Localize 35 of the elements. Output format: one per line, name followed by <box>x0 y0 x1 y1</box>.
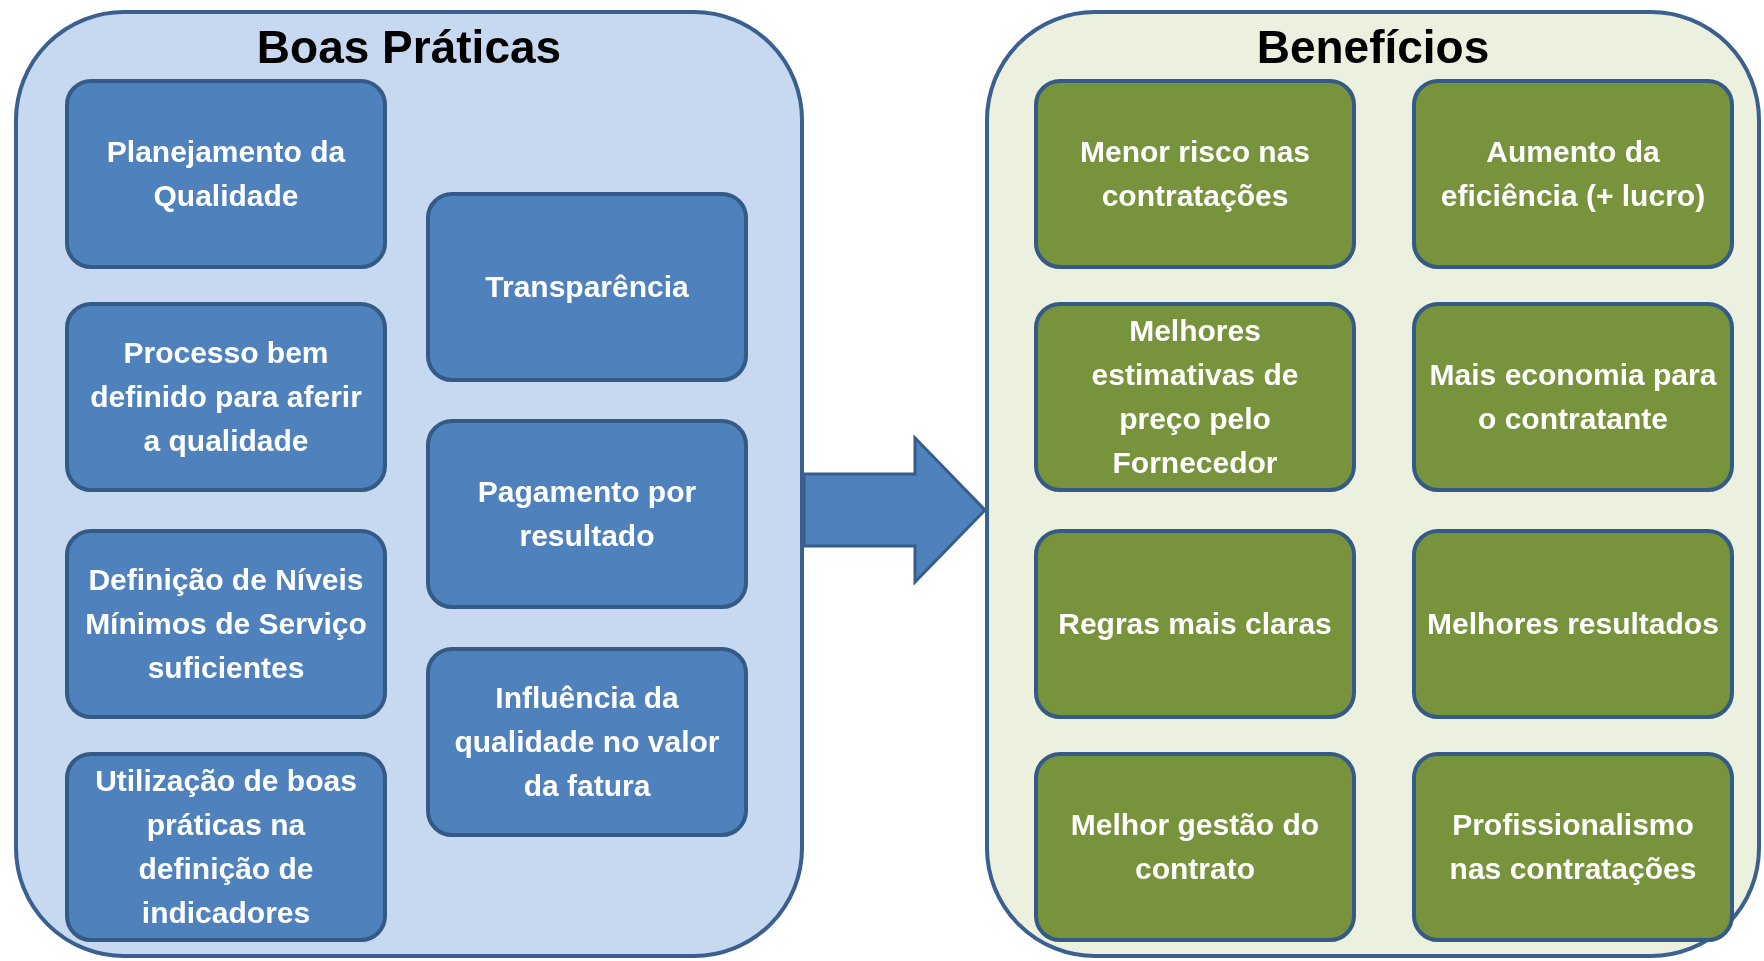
box-text: Melhores resultados <box>1426 606 1720 642</box>
text-box <box>65 752 387 942</box>
text-box <box>1034 302 1356 492</box>
box-text: Melhores estimativas de preço pelo Fornecedor <box>1090 313 1300 481</box>
text-box <box>426 192 748 382</box>
box-text: Planejamento da Qualidade <box>105 134 347 214</box>
text-box <box>1034 79 1356 269</box>
box-text: Menor risco nas contratações <box>1078 134 1312 214</box>
box-text: Regras mais claras <box>1057 606 1333 642</box>
text-box <box>1034 752 1356 942</box>
group-title: Boas Práticas <box>255 20 563 74</box>
block-arrow <box>802 434 988 586</box>
box-text: Definição de Níveis Mínimos de Serviço suficientes <box>84 562 368 686</box>
box-text: Profissionalismo nas contratações <box>1448 807 1698 887</box>
text-box <box>1412 302 1734 492</box>
text-box <box>426 647 748 837</box>
box-text: Melhor gestão do contrato <box>1069 807 1321 887</box>
text-box <box>1412 79 1734 269</box>
box-text: Utilização de boas práticas na definição de indicadores <box>94 763 358 931</box>
group-title: Benefícios <box>1255 20 1491 74</box>
box-text: Processo bem definido para aferir a qualidade <box>89 335 363 459</box>
text-box <box>65 529 387 719</box>
text-box <box>1412 752 1734 942</box>
text-box <box>65 302 387 492</box>
text-box <box>1412 529 1734 719</box>
group-panel <box>14 10 804 958</box>
text-box <box>1034 529 1356 719</box>
text-box <box>426 419 748 609</box>
group-panel <box>985 10 1761 958</box>
box-text: Aumento da eficiência (+ lucro) <box>1439 134 1707 214</box>
box-text: Influência da qualidade no valor da fatura <box>453 680 721 804</box>
text-box <box>65 79 387 269</box>
box-text: Mais economia para o contratante <box>1428 357 1718 437</box>
box-text: Transparência <box>484 269 690 305</box>
box-text: Pagamento por resultado <box>476 474 698 554</box>
